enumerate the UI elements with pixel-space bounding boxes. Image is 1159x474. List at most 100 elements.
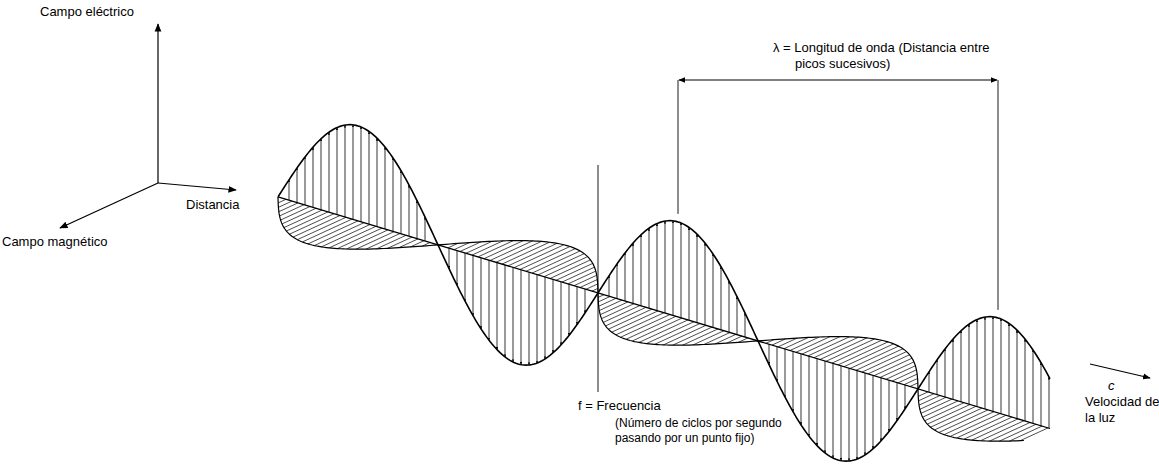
field-vector <box>713 254 714 327</box>
field-vector <box>345 125 346 217</box>
hatch-line <box>598 297 610 302</box>
velocity-label: Velocidad de la luz <box>1085 394 1159 426</box>
hatch-line <box>880 362 914 378</box>
hatch-line <box>586 284 598 289</box>
hatch-line <box>838 342 888 365</box>
field-vector <box>905 385 906 409</box>
field-vector <box>369 131 370 224</box>
field-vector <box>705 243 706 325</box>
field-vector <box>329 132 330 212</box>
axis-label: Campo magnético <box>2 234 108 250</box>
hatch-line <box>297 217 346 239</box>
field-vector <box>929 372 930 392</box>
hatch-line <box>337 228 382 248</box>
field-vector <box>337 128 338 215</box>
hatch-line <box>598 295 604 298</box>
field-vector <box>1049 377 1050 428</box>
field-vector <box>897 383 898 421</box>
hatch-line <box>603 306 640 323</box>
field-vector <box>1033 350 1034 423</box>
hatch-line <box>356 232 394 249</box>
hatch-line <box>964 417 1012 439</box>
field-vector <box>649 228 650 308</box>
hatch-line <box>472 241 503 255</box>
field-vector <box>553 279 554 352</box>
field-vector <box>417 201 418 239</box>
hatch-line <box>308 221 358 244</box>
hatch-line <box>918 392 928 396</box>
field-vector <box>481 258 482 329</box>
frequency-note: (Número de ciclos por segundo pasando po… <box>615 416 795 446</box>
bracket-line <box>679 80 997 81</box>
field-vector <box>457 251 458 286</box>
hatch-line <box>944 412 994 435</box>
field-vector <box>545 277 546 359</box>
axis-label: Distancia <box>186 197 239 213</box>
hatch-line <box>957 415 1006 438</box>
hatch-line <box>683 329 718 345</box>
field-vector <box>721 267 722 330</box>
field-vector <box>945 349 946 397</box>
hatch-line <box>990 423 1030 442</box>
hatch-line <box>646 322 694 344</box>
hatch-line <box>632 318 682 341</box>
field-vector <box>673 221 674 316</box>
field-vector <box>1041 363 1042 426</box>
field-vector <box>873 375 874 448</box>
field-vector <box>633 243 634 303</box>
field-vector <box>321 139 322 210</box>
field-vector <box>577 287 578 325</box>
field-vector <box>865 373 866 455</box>
axis-arrow <box>157 24 158 183</box>
hatch-line <box>282 208 316 224</box>
hatch-line <box>606 307 646 326</box>
field-vector <box>425 217 426 241</box>
field-vector <box>361 127 362 222</box>
field-vector <box>585 289 586 313</box>
field-vector <box>889 380 890 431</box>
axis-arrow <box>60 183 158 228</box>
magnetic-wave <box>278 197 1024 441</box>
field-vector <box>449 248 450 268</box>
field-vector <box>969 324 970 404</box>
hatch-line <box>562 267 594 282</box>
field-vector <box>1025 339 1026 421</box>
hatch-line <box>621 315 670 338</box>
hatch-line <box>832 340 882 363</box>
hatch-line <box>526 249 575 272</box>
field-vector <box>1017 330 1018 418</box>
field-vector <box>297 168 298 203</box>
field-vector <box>881 378 882 441</box>
hatch-line <box>626 316 676 339</box>
field-vector <box>849 368 850 461</box>
field-vector <box>1001 319 1002 414</box>
field-vector <box>729 281 730 332</box>
field-vector <box>569 284 570 335</box>
field-vector <box>401 171 402 234</box>
field-vector <box>529 272 530 365</box>
field-vector <box>1009 323 1010 416</box>
hatch-line <box>826 339 875 361</box>
field-vector <box>617 264 618 299</box>
field-vector <box>745 313 746 337</box>
hatch-line <box>934 408 982 430</box>
field-vector <box>289 180 290 200</box>
hatch-line <box>874 358 912 375</box>
wavelength-bracket <box>678 80 998 310</box>
field-vector <box>409 185 410 236</box>
field-vector <box>841 366 842 461</box>
hatch-line <box>919 394 934 401</box>
frequency-label: f = Frecuencia <box>578 398 661 414</box>
hatch-line <box>950 414 1000 437</box>
field-vector <box>489 260 490 340</box>
hatch-line <box>284 210 322 227</box>
magnetic-hatching <box>278 199 1048 441</box>
field-vector <box>377 138 378 226</box>
hatch-line <box>592 288 598 291</box>
field-vector <box>681 223 682 318</box>
hatch-line <box>892 370 916 381</box>
hatch-line <box>931 406 976 427</box>
field-vector <box>817 359 818 446</box>
field-vector <box>657 224 658 311</box>
field-vector <box>305 157 306 205</box>
